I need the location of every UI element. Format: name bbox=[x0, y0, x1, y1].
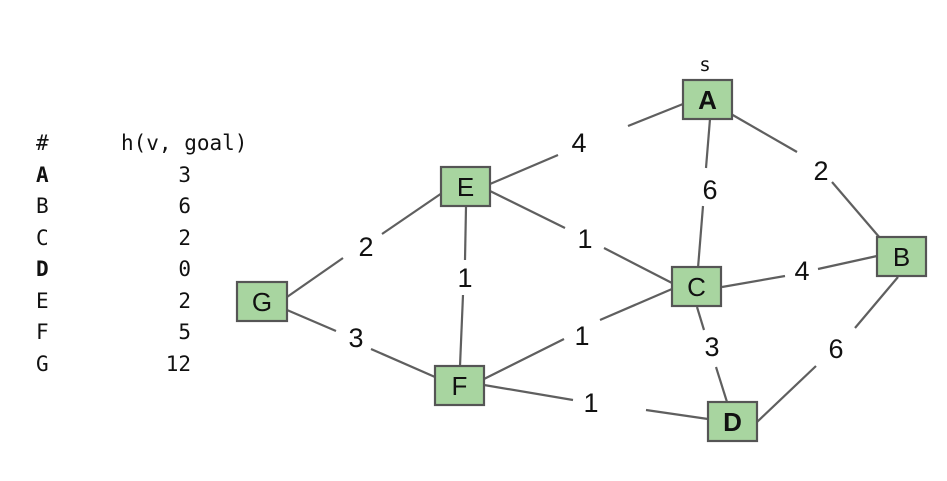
header-heuristic-column: h(v, goal) bbox=[121, 131, 248, 155]
edge-weight-E-F: 1 bbox=[457, 263, 472, 293]
node-label-D: D bbox=[723, 407, 742, 437]
heuristic-value: 5 bbox=[178, 320, 191, 344]
edge-weight-G-F: 3 bbox=[348, 323, 363, 353]
node-label-C: C bbox=[687, 272, 706, 302]
node-label-E: E bbox=[457, 172, 474, 202]
heuristic-value: 12 bbox=[165, 351, 191, 376]
edge-weight-F-C: 1 bbox=[574, 321, 589, 351]
heuristic-node: D bbox=[36, 257, 49, 281]
edge-G-F: 3 bbox=[286, 308, 436, 379]
edge-E-C: 1 bbox=[489, 190, 673, 284]
edge-C-D: 3 bbox=[695, 306, 729, 403]
node-label-G: G bbox=[252, 287, 272, 317]
node-F: F bbox=[433, 364, 486, 407]
heuristic-node: F bbox=[36, 320, 49, 344]
heuristic-node: B bbox=[36, 194, 49, 218]
heuristic-value: 2 bbox=[178, 225, 191, 250]
node-A: A bbox=[681, 78, 734, 121]
node-label-A: A bbox=[698, 85, 717, 115]
heuristic-node: E bbox=[36, 288, 49, 313]
heuristic-node: G bbox=[36, 351, 49, 376]
edge-B-D: 6 bbox=[756, 276, 899, 423]
heuristic-value: 3 bbox=[178, 162, 191, 187]
edge-weight-C-B: 4 bbox=[794, 256, 809, 286]
heuristic-node: A bbox=[36, 162, 49, 187]
edge-F-D: 1 bbox=[483, 383, 709, 421]
edge-weight-A-E: 4 bbox=[571, 128, 586, 158]
node-B: B bbox=[875, 235, 928, 278]
start-marker: s bbox=[699, 54, 710, 76]
header-node-column: # bbox=[36, 131, 49, 155]
heuristic-value: 0 bbox=[178, 257, 191, 281]
edge-weight-B-D: 6 bbox=[828, 334, 843, 364]
edge-weight-E-G: 2 bbox=[358, 232, 373, 262]
edge-weight-E-C: 1 bbox=[577, 224, 592, 254]
node-E: E bbox=[439, 165, 492, 208]
edge-weight-F-D: 1 bbox=[583, 388, 598, 418]
node-D: D bbox=[706, 400, 759, 443]
edge-F-C: 1 bbox=[483, 287, 673, 380]
edge-weight-A-C: 6 bbox=[702, 175, 717, 205]
edge-E-G: 2 bbox=[286, 192, 443, 298]
heuristic-value: 6 bbox=[178, 194, 191, 218]
node-label-F: F bbox=[452, 371, 468, 401]
node-C: C bbox=[670, 265, 723, 308]
node-label-B: B bbox=[893, 242, 910, 272]
heuristic-node: C bbox=[36, 225, 49, 250]
edge-A-B: 2 bbox=[730, 113, 881, 239]
heuristic-value: 2 bbox=[178, 288, 191, 313]
edge-C-B: 4 bbox=[721, 254, 878, 289]
edge-weight-C-D: 3 bbox=[704, 332, 719, 362]
edge-A-C: 6 bbox=[696, 118, 718, 269]
edge-A-E: 4 bbox=[489, 102, 684, 186]
edge-weight-A-B: 2 bbox=[813, 156, 828, 186]
node-G: G bbox=[235, 280, 289, 323]
edge-E-F: 1 bbox=[457, 206, 473, 367]
